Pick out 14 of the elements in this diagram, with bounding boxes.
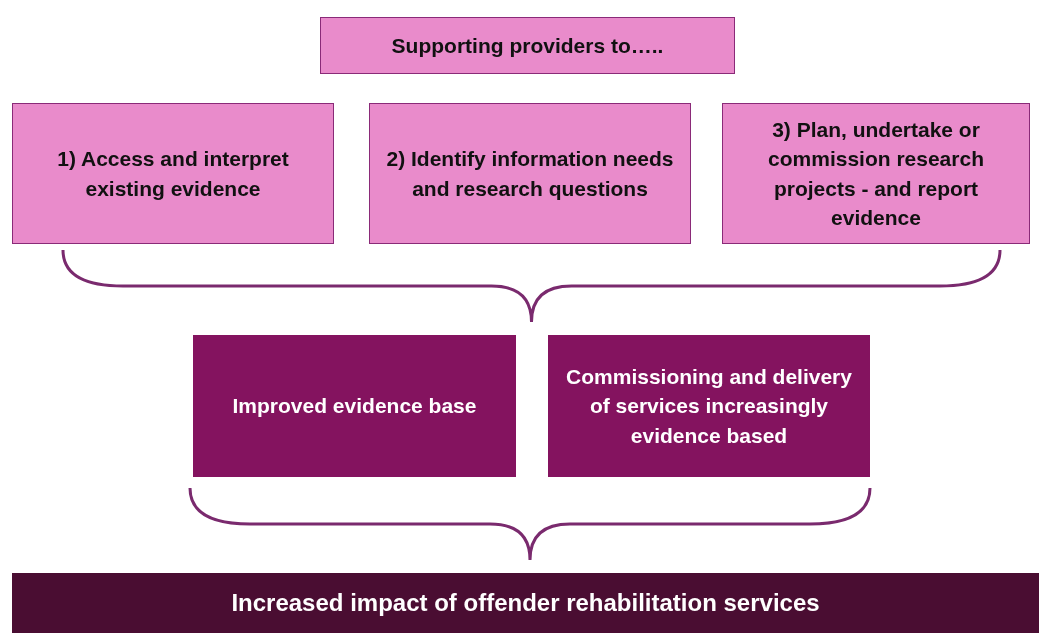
result-band xyxy=(12,573,1039,633)
heading-box xyxy=(320,17,735,74)
outcome-box xyxy=(548,335,870,477)
outcome-box xyxy=(193,335,516,477)
box-text: Increased impact of offender rehabilitation services xyxy=(231,588,820,619)
box-text: 1) Access and interpret existing evidence xyxy=(56,146,290,202)
box-text: Improved evidence base xyxy=(232,393,477,420)
step-box xyxy=(722,103,1030,244)
step-box xyxy=(369,103,691,244)
box-text: Supporting providers to….. xyxy=(391,32,664,59)
step-box xyxy=(12,103,334,244)
box-text: 2) Identify information needs and research questions xyxy=(385,146,675,202)
box-text: 3) Plan, undertake or commission research projects - and report evidence xyxy=(767,116,985,231)
box-text: Commissioning and delivery of services increasingly evidence based xyxy=(565,363,853,449)
